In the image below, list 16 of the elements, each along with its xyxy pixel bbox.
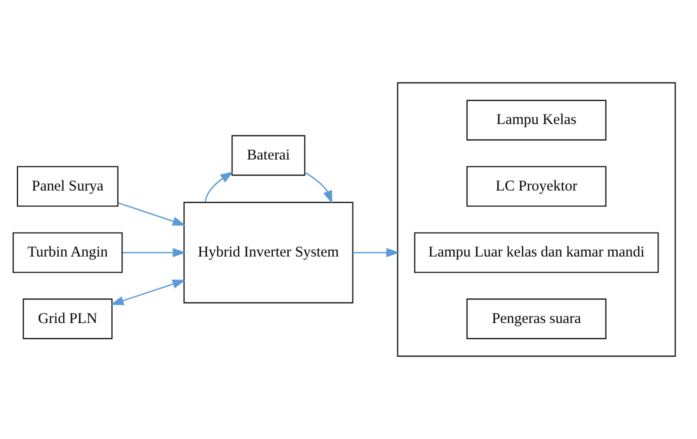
node-box: Lampu Kelas (466, 100, 606, 140)
arrow (118, 202, 186, 226)
cluster (397, 82, 676, 357)
node-box: Baterai (232, 135, 306, 176)
node-box: Pengeras suara (466, 298, 606, 340)
node-box: Turbin Angin (12, 232, 123, 273)
node-box: Lampu Luar kelas dan kamar mandi (414, 232, 659, 273)
node-box: LC Proyektor (466, 166, 606, 207)
arrow (110, 280, 186, 306)
arrow (122, 248, 186, 258)
node-box: Hybrid Inverter System (184, 202, 354, 304)
node-box: Panel Surya (16, 166, 118, 207)
arrow (304, 172, 332, 204)
arrow (204, 171, 234, 202)
arrow (352, 248, 400, 258)
node-box: Grid PLN (22, 298, 112, 340)
